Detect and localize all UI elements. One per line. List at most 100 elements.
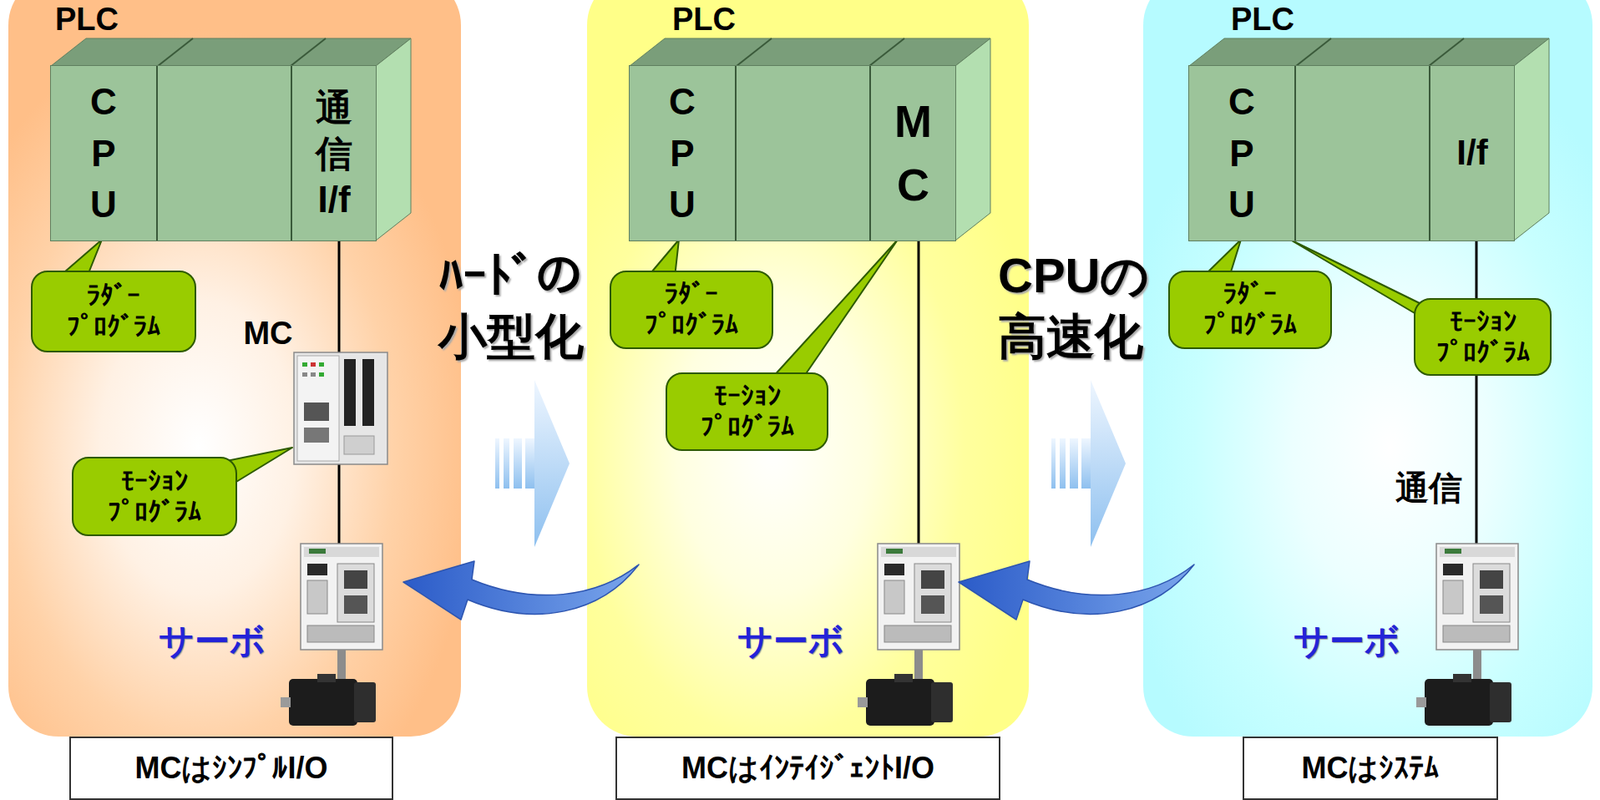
plc-module: CPU [1189,65,1297,241]
callout-bubble: ﾓｰｼｮﾝ ﾌﾟﾛｸﾞﾗﾑ [1413,298,1552,376]
servo-drive-and-motor [280,543,1519,726]
feedback-arrow [958,561,1195,620]
caption-text: MCはｲﾝﾃｲｼﾞｪﾝﾄI/O [681,749,935,786]
callout-bubble: ﾗﾀﾞｰ ﾌﾟﾛｸﾞﾗﾑ [1168,270,1332,350]
caption-box: MCはｼﾝﾌﾟﾙI/O [69,736,394,800]
progress-arrow [1081,438,1091,489]
plc-module: I/f [1428,65,1514,241]
servo-label: サーボ [737,620,845,663]
plc-heading: PLC [1230,0,1295,40]
device-label: MC [243,313,293,355]
arrow-caption: ﾊｰﾄﾞの 小型化 [438,245,584,367]
callout-bubble: ﾗﾀﾞｰ ﾌﾟﾛｸﾞﾗﾑ [609,270,774,350]
plc-heading: PLC [55,0,119,40]
motion-controller-unit [318,362,325,367]
plc-body [629,38,991,66]
progress-arrow [1059,438,1066,489]
motion-controller-unit [310,372,316,377]
caption-text: MCはｼﾝﾌﾟﾙI/O [135,749,329,786]
progress-arrow [1051,379,1126,547]
servo-drive-and-motor [857,543,960,726]
progress-arrow [503,438,510,489]
plc-body [50,38,411,66]
signal-wire [1475,240,1479,544]
progress-arrow [513,438,522,489]
caption-box: MCはｼｽﾃﾑ [1242,736,1499,800]
plc-body [157,38,193,66]
module-label: CPU [1223,75,1261,231]
progress-arrow [1051,438,1056,489]
plc-body [1513,38,1550,241]
motion-controller-unit [303,402,330,421]
progress-arrow [495,438,500,489]
feedback-arrow [403,561,1195,620]
plc-body [869,38,905,66]
motion-controller-unit [318,372,325,377]
callout-text: ﾓｰｼｮﾝ ﾌﾟﾛｸﾞﾗﾑ [700,380,795,443]
callout-tail [1202,239,1241,278]
plc-module: MC [869,65,956,241]
motion-controller-unit [303,427,330,443]
motion-controller-unit [310,362,316,367]
plc-body [955,38,991,241]
motion-controller-unit [293,352,388,465]
progress-arrow [534,379,570,547]
motion-controller-unit [302,372,308,377]
servo-drive-and-motor [280,543,383,726]
plc-body [736,38,772,66]
feedback-arrow [403,561,639,620]
callout-text: ﾓｰｼｮﾝ ﾌﾟﾛｸﾞﾗﾑ [107,465,202,528]
callout-text: ﾓｰｼｮﾝ ﾌﾟﾛｸﾞﾗﾑ [1436,306,1530,369]
plc-body [50,38,1550,241]
progress-arrow [1069,438,1079,489]
motion-controller-unit [362,359,375,426]
plc-body [1189,38,1550,66]
servo-drive-and-motor [1416,543,1519,726]
callout-text: ﾗﾀﾞｰ ﾌﾟﾛｸﾞﾗﾑ [66,280,161,343]
callout-tail [58,239,1433,485]
callout-tail [210,447,293,485]
arrow-caption: CPUの 高速化 [997,245,1150,367]
callout-text: ﾗﾀﾞｰ ﾌﾟﾛｸﾞﾗﾑ [644,278,739,341]
caption-text: MCはｼｽﾃﾑ [1301,749,1440,786]
module-label: 通信I/f [313,84,355,223]
signal-wire [339,240,1477,544]
plc-module: 通信I/f [290,65,376,241]
callout-text: ﾗﾀﾞｰ ﾌﾟﾛｸﾞﾗﾑ [1203,278,1297,341]
module-label: CPU [663,75,701,231]
motion-controller-unit [344,359,356,426]
motion-controller-unit [344,435,375,455]
signal-wire [917,240,921,544]
plc-unit: PLCCPUMC [629,65,956,241]
servo-label: サーボ [158,620,266,663]
callout-tail [58,239,102,278]
module-label: MC [891,90,937,217]
callout-tail [772,239,898,378]
callout-bubble: ﾓｰｼｮﾝ ﾌﾟﾛｸﾞﾗﾑ [665,372,829,451]
plc-body [290,38,326,66]
caption-box: MCはｲﾝﾃｲｼﾞｪﾝﾄI/O [615,736,1001,800]
plc-unit: PLCCPUI/f [1189,65,1514,241]
signal-label: 通信 [1395,466,1463,509]
motion-controller-unit [297,355,340,461]
callout-tail [1290,239,1433,325]
callout-bubble: ﾗﾀﾞｰ ﾌﾟﾛｸﾞﾗﾑ [30,270,197,353]
plc-module: CPU [50,65,158,241]
motion-controller-unit [302,362,308,367]
motion-controller-unit [293,352,388,465]
plc-unit: PLCCPU通信I/f [50,65,376,241]
servo-label: サーボ [1293,620,1401,663]
progress-arrow [495,379,570,547]
progress-arrow [525,438,535,489]
plc-module: CPU [629,65,737,241]
plc-heading: PLC [672,0,736,40]
plc-body [1296,38,1332,66]
module-label: I/f [1456,131,1488,174]
plc-body [1428,38,1464,66]
callout-bubble: ﾓｰｼｮﾝ ﾌﾟﾛｸﾞﾗﾑ [71,456,238,537]
plc-body [375,38,411,241]
module-label: CPU [85,75,122,231]
callout-tail [647,239,679,278]
